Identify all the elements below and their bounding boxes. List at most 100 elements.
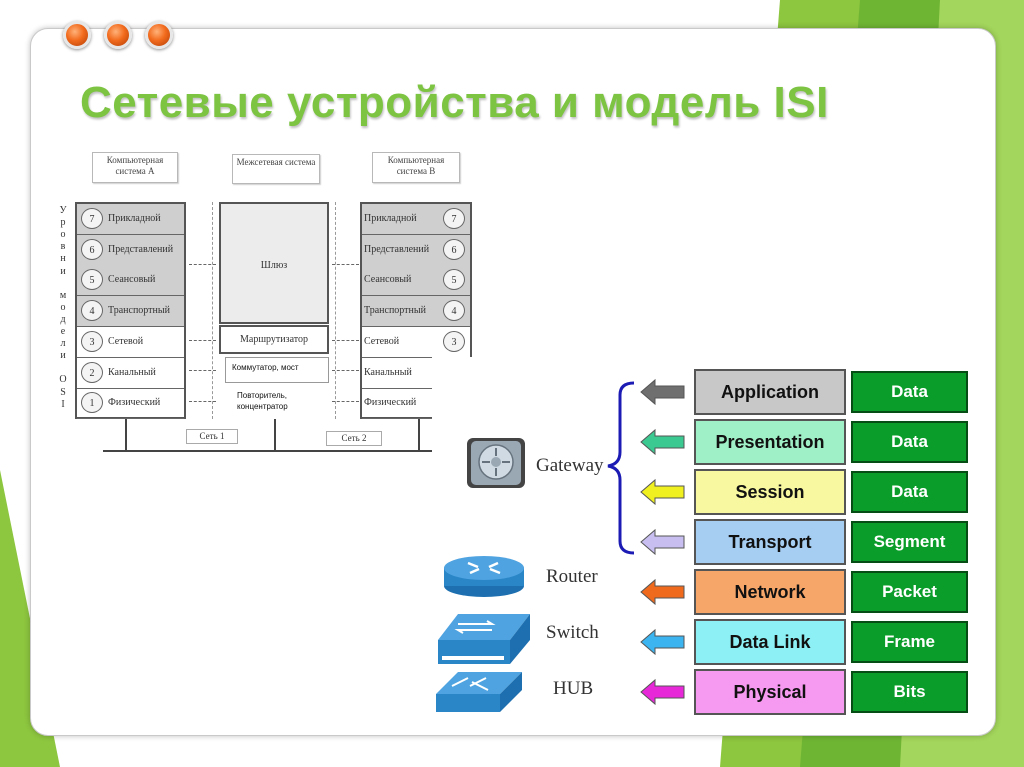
- system-a-label: Компьютерная система А: [92, 152, 178, 183]
- switch-box: Коммутатор, мост: [225, 357, 329, 383]
- switch-icon: [438, 614, 530, 664]
- layer-number: 4: [81, 300, 103, 322]
- pdu-label: Data: [851, 371, 968, 413]
- side-label-char: O: [59, 374, 67, 386]
- router-icon: [444, 556, 524, 597]
- osi-layer-presentation: Presentation: [694, 419, 846, 465]
- osi-layer-row: 7 Прикладной: [362, 204, 470, 235]
- gateway-icon: [467, 438, 525, 488]
- layer-number: 4: [443, 300, 465, 322]
- router-label-en: Router: [546, 566, 598, 587]
- pdu-label: Segment: [851, 521, 968, 563]
- osi-layer-session: Session: [694, 469, 846, 515]
- pdu-label: Packet: [851, 571, 968, 613]
- network-1-label: Сеть 1: [186, 429, 238, 444]
- switch-label-en: Switch: [546, 622, 599, 643]
- layer-name: Физический: [364, 397, 417, 409]
- layer-name: Сетевой: [364, 335, 400, 347]
- slide-title: Сетевые устройства и модель ISI: [80, 78, 829, 127]
- osi-layer-application: Application: [694, 369, 846, 415]
- network-bus: [103, 450, 440, 452]
- pdu-label: Frame: [851, 621, 968, 663]
- repeater-box: Повторитель, концентратор: [231, 387, 313, 417]
- window-dot-2: [104, 21, 132, 49]
- side-label-char: д: [60, 313, 66, 325]
- osi-layer-row: 5 Сеансовый: [77, 265, 184, 297]
- side-label-char: е: [60, 326, 66, 337]
- osi-layer-row: 7 Прикладной: [77, 204, 184, 235]
- layer-number: 3: [81, 330, 103, 352]
- side-label-char: S: [60, 386, 66, 398]
- network-2-label: Сеть 2: [326, 431, 382, 446]
- layer-arrow: [640, 478, 685, 506]
- layer-name: Прикладной: [108, 213, 161, 224]
- pdu-label: Data: [851, 471, 968, 513]
- gateway-box: Шлюз: [219, 202, 329, 324]
- layer-name: Физический: [108, 397, 161, 409]
- layer-name: Канальный: [108, 366, 156, 378]
- side-label-char: и: [60, 350, 66, 362]
- layer-number: 2: [81, 361, 103, 383]
- osi-layer-row: 6 Представлений: [77, 234, 184, 266]
- osi-devices-diagram: Компьютерная система А Межсетевая систем…: [0, 0, 480, 460]
- layer-arrow: [640, 528, 685, 556]
- layer-name: Сетевой: [108, 335, 144, 347]
- layer-arrow: [640, 428, 685, 456]
- osi-layer-row: 6 Представлений: [362, 234, 470, 266]
- layer-arrow: [640, 578, 685, 606]
- side-label-char: I: [61, 398, 65, 410]
- router-box: Маршрутизатор: [219, 325, 329, 354]
- side-label-char: р: [60, 217, 66, 229]
- gateway-label-en: Gateway: [536, 455, 604, 476]
- side-label-char: н: [60, 253, 66, 265]
- osi-layer-row: 5 Сеансовый: [362, 265, 470, 297]
- layer-number: 6: [443, 238, 465, 260]
- layer-arrow: [640, 378, 685, 406]
- pdu-label: Bits: [851, 671, 968, 713]
- internetwork-system-label: Межсетевая система: [232, 154, 320, 184]
- osi-layer-data-link: Data Link: [694, 619, 846, 665]
- side-label-char: У: [59, 205, 67, 216]
- osi-layer-row: 3 Сетевой: [77, 327, 184, 358]
- layer-name: Прикладной: [364, 213, 417, 224]
- layer-name: Транспортный: [364, 305, 426, 317]
- layer-number: 7: [443, 208, 465, 229]
- window-dot-1: [63, 21, 91, 49]
- side-label-char: о: [60, 229, 66, 241]
- side-label-char: л: [60, 338, 66, 350]
- layer-arrow: [640, 678, 685, 706]
- osi-layer-row: 2 Канальный: [77, 358, 184, 389]
- layer-number: 5: [443, 269, 465, 291]
- layer-name: Канальный: [364, 366, 412, 378]
- side-label-char: о: [60, 301, 66, 313]
- window-dot-3: [145, 21, 173, 49]
- layer-number: 1: [81, 392, 103, 414]
- system-b-label: Компьютерная система В: [372, 152, 460, 183]
- layer-name: Сеансовый: [364, 274, 412, 286]
- osi-layer-transport: Transport: [694, 519, 846, 565]
- side-label-char: м: [59, 289, 67, 301]
- layer-number: 3: [443, 330, 465, 352]
- hub-icon: [436, 672, 522, 712]
- layer-name: Представлений: [108, 243, 174, 255]
- osi-layer-network: Network: [694, 569, 846, 615]
- hub-label-en: HUB: [553, 678, 594, 699]
- layer-name: Сеансовый: [108, 274, 156, 286]
- stack-system-a: 7 Прикладной 6 Представлений 5 Сеансовый 4 Тран…: [75, 202, 186, 420]
- layer-arrow: [640, 628, 685, 656]
- pdu-label: Data: [851, 421, 968, 463]
- osi-layer-row: 3 Сетевой: [362, 327, 470, 358]
- layer-name: Представлений: [364, 243, 430, 255]
- osi-layer-row: 4 Транспортный: [77, 296, 184, 328]
- gateway-brace: [607, 381, 635, 555]
- side-label-char: и: [60, 265, 66, 277]
- osi-layer-physical: Physical: [694, 669, 846, 715]
- osi-layer-row: 1 Физический: [77, 388, 184, 420]
- layer-number: 5: [81, 269, 103, 291]
- osi-layer-row: 4 Транспортный: [362, 296, 470, 328]
- layer-name: Транспортный: [108, 305, 170, 317]
- layer-number: 6: [81, 238, 103, 260]
- layer-number: 7: [81, 208, 103, 229]
- side-label-char: в: [60, 241, 66, 253]
